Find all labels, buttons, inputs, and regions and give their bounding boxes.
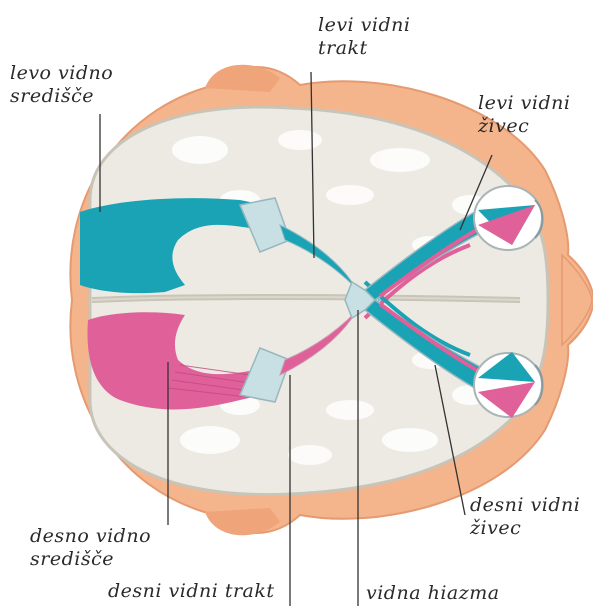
label-vidna-hiazma: vidna hiazma [366,582,500,605]
label-levi-vidni-trakt-line2: trakt [318,37,410,60]
label-levi-vidni-zivec-line1: levi vidni [478,92,570,115]
label-desni-vidni-zivec-line2: živec [470,517,580,540]
label-desno-vidno-sredisce: desno vidno središče [30,525,151,571]
label-levo-vidno-sredisce-line1: levo vidno [10,62,113,85]
label-desni-vidni-zivec-line1: desni vidni [470,494,580,517]
label-levi-vidni-trakt: levi vidni trakt [318,14,410,60]
label-levo-vidno-sredisce: levo vidno središče [10,62,113,108]
right-eye [474,352,543,418]
label-desno-vidno-sredisce-line1: desno vidno [30,525,151,548]
label-desno-vidno-sredisce-line2: središče [30,548,151,571]
label-levi-vidni-zivec-line2: živec [478,115,570,138]
left-eye [474,186,543,250]
label-levi-vidni-zivec: levi vidni živec [478,92,570,138]
label-desni-vidni-trakt: desni vidni trakt [108,580,275,603]
label-levo-vidno-sredisce-line2: središče [10,85,113,108]
label-desni-vidni-zivec: desni vidni živec [470,494,580,540]
label-levi-vidni-trakt-line1: levi vidni [318,14,410,37]
brain [90,107,548,495]
